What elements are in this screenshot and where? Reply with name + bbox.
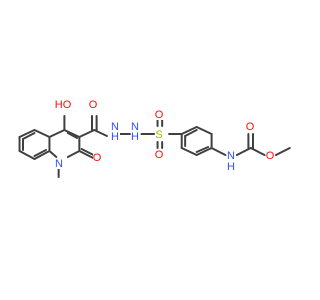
carbamate-carbonyl-oxygen-label: O (246, 121, 255, 133)
bond-12 (66, 150, 81, 158)
bond-14 (66, 132, 79, 139)
amide-oxygen-label-bg (89, 99, 98, 110)
nh-right-label-bg (131, 121, 140, 132)
hydroxyl-label-bg (59, 99, 75, 110)
nh-left-h-label-bg (111, 131, 120, 142)
nh-left-label-bg (111, 121, 120, 132)
nh-right-h-label-bg (131, 131, 140, 142)
bond-15 (78, 150, 95, 159)
bond-33 (195, 147, 213, 156)
bond-36 (184, 129, 198, 137)
quinoline-nitrogen-label: N (55, 158, 63, 170)
bonds-layer (18, 115, 291, 178)
bond-34 (180, 147, 198, 156)
bond-3 (33, 150, 51, 160)
bond-44 (275, 147, 291, 156)
sulfonyl-oxygen-bottom-label: O (155, 149, 164, 161)
bond-19 (78, 129, 96, 138)
ester-oxygen-label: O (266, 150, 275, 162)
carbamate-nh-label: N (227, 150, 235, 162)
bond-9 (48, 129, 66, 138)
bond-0 (18, 129, 36, 138)
bond-10 (63, 129, 81, 138)
nh-left-label: N (111, 121, 119, 133)
bond-37 (195, 146, 210, 153)
nh-right-label: N (131, 121, 139, 133)
quinolinone-oxygen-label-bg (93, 152, 102, 163)
nh-left-h-label: H (111, 131, 119, 143)
bond-4 (18, 150, 36, 160)
bond-30 (180, 126, 198, 135)
quinoline-nitrogen-label-bg (55, 158, 64, 169)
sulfur-label-bg (155, 129, 164, 140)
bond-43 (249, 147, 266, 156)
carbamate-nh-h-label-bg (227, 161, 236, 172)
hydroxyl-label: HO (55, 99, 72, 111)
bond-22 (93, 129, 108, 137)
carbamate-nh-h-label: H (227, 161, 235, 173)
bond-40 (235, 147, 252, 156)
sulfur-label: S (155, 129, 162, 141)
sulfonyl-oxygen-bottom-label-bg (155, 149, 164, 160)
bond-6 (22, 132, 36, 140)
carbamate-carbonyl-oxygen-label-bg (246, 121, 255, 132)
quinolinone-oxygen-label: O (93, 152, 102, 164)
nh-right-h-label: H (131, 131, 139, 143)
carbamate-nh-label-bg (227, 150, 236, 161)
bond-13 (48, 150, 58, 158)
bond-31 (195, 126, 213, 135)
bond-7 (33, 149, 47, 157)
ester-oxygen-label-bg (266, 150, 275, 161)
bond-39 (210, 147, 227, 156)
bond-1 (33, 129, 51, 138)
sulfonyl-oxygen-top-label: O (155, 109, 164, 121)
amide-oxygen-label: O (89, 99, 98, 111)
sulfonyl-oxygen-top-label-bg (155, 109, 164, 120)
